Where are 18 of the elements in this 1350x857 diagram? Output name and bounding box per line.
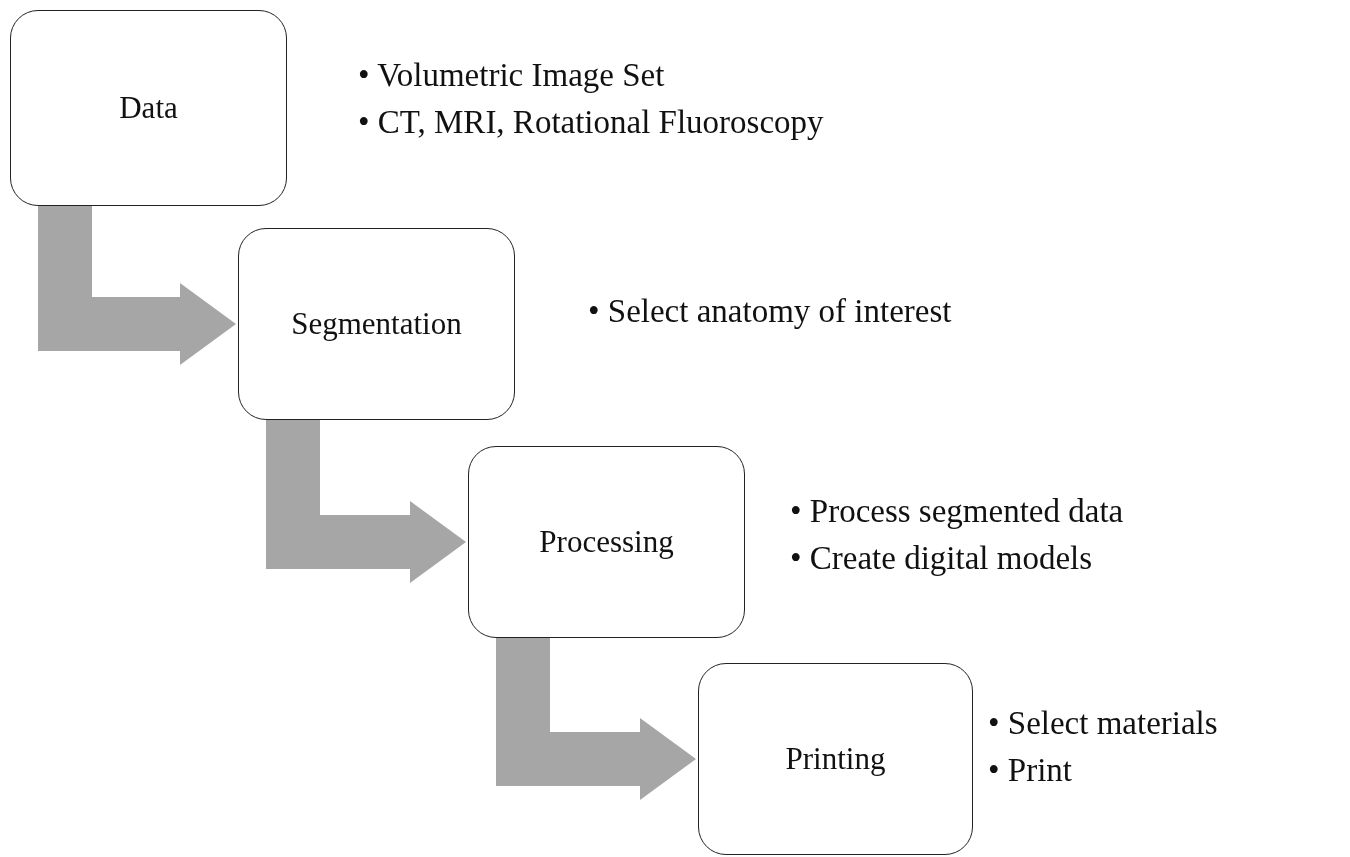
process-box <box>10 10 287 206</box>
process-box <box>238 228 515 420</box>
block-arrow <box>496 638 696 800</box>
bullet-point: • Select anatomy of interest <box>588 292 952 331</box>
step-label: Data <box>119 90 178 126</box>
block-arrow <box>38 206 236 365</box>
step-label: Segmentation <box>291 306 462 342</box>
process-box <box>468 446 745 638</box>
bullet-point: • Process segmented data <box>790 492 1124 531</box>
step-label: Printing <box>785 741 886 777</box>
bullet-point: • Select materials <box>988 704 1218 743</box>
process-box <box>698 663 973 855</box>
bullet-point: • Volumetric Image Set <box>358 56 666 95</box>
bullet-point: • Print <box>988 750 1073 790</box>
bullet-point: • CT, MRI, Rotational Fluoroscopy <box>358 102 824 142</box>
block-arrow <box>266 420 466 583</box>
bullet-point: • Create digital models <box>790 538 1094 578</box>
step-label: Processing <box>539 524 674 560</box>
